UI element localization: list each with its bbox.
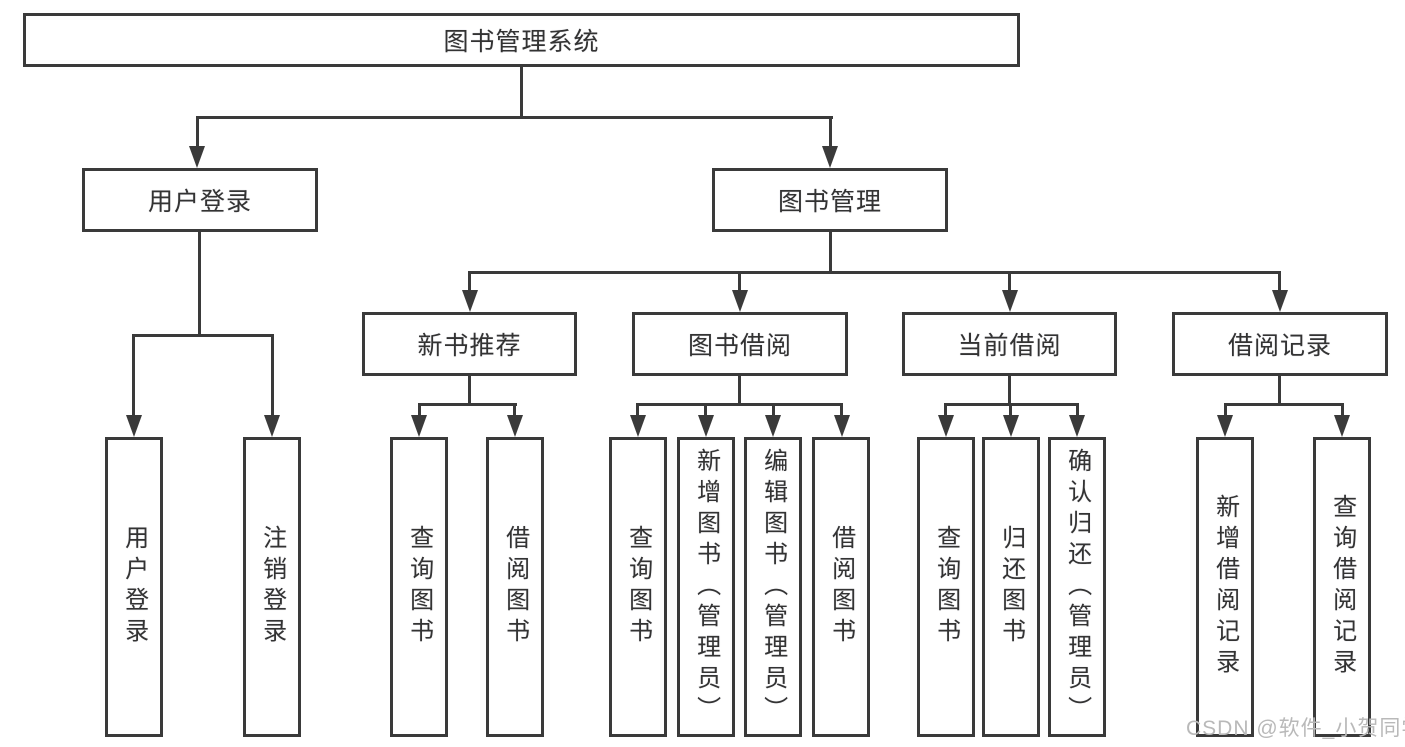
leaf-query-book-3-label: 查询图书 — [932, 525, 960, 649]
arrow-down-icon — [765, 415, 781, 437]
node-new-book-recommend-label: 新书推荐 — [417, 332, 522, 360]
leaf-return-book-label: 归还图书 — [997, 525, 1025, 649]
connector-shaft — [468, 271, 471, 293]
leaf-query-borrow-record-label: 查询借阅记录 — [1328, 494, 1356, 680]
node-new-book-recommend: 新书推荐 — [362, 312, 577, 376]
connector-shaft — [513, 403, 516, 418]
node-current-borrow: 当前借阅 — [902, 312, 1117, 376]
node-borrow-record: 借阅记录 — [1172, 312, 1388, 376]
leaf-borrow-book-2-label: 借阅图书 — [827, 525, 855, 649]
connector-shaft — [636, 403, 639, 418]
arrow-down-icon — [1334, 415, 1350, 437]
connector-shaft — [1009, 403, 1012, 418]
connector-stub — [1008, 376, 1011, 406]
connector-stub — [738, 376, 741, 406]
connector-shaft — [840, 403, 843, 418]
arrow-down-icon — [1002, 290, 1018, 312]
connector-userlogin-hline — [132, 334, 274, 337]
arrow-down-icon — [507, 415, 523, 437]
node-book-borrow: 图书借阅 — [632, 312, 848, 376]
arrow-down-icon — [1069, 415, 1085, 437]
connector-shaft — [418, 403, 421, 418]
leaf-add-book-admin: 新增图书（管理员） — [677, 437, 735, 737]
arrow-down-icon — [1217, 415, 1233, 437]
arrow-down-icon — [834, 415, 850, 437]
node-root: 图书管理系统 — [23, 13, 1020, 67]
connector-hline — [418, 403, 517, 406]
node-book-management: 图书管理 — [712, 168, 948, 232]
connector-bookmgmt-hline — [468, 271, 1281, 274]
leaf-add-book-admin-label: 新增图书（管理员） — [692, 447, 720, 727]
leaf-query-book-1-label: 查询图书 — [405, 525, 433, 649]
connector-stub — [1278, 376, 1281, 406]
node-current-borrow-label: 当前借阅 — [957, 332, 1062, 360]
leaf-user-login: 用户登录 — [105, 437, 163, 737]
arrow-down-icon — [189, 146, 205, 168]
leaf-query-book-3: 查询图书 — [917, 437, 975, 737]
connector-hline — [636, 403, 843, 406]
leaf-logout: 注销登录 — [243, 437, 301, 737]
arrow-down-icon — [126, 415, 142, 437]
leaf-add-borrow-record: 新增借阅记录 — [1196, 437, 1254, 737]
connector-shaft — [271, 334, 274, 418]
connector-shaft — [829, 116, 832, 146]
arrow-down-icon — [1272, 290, 1288, 312]
connector-root-hline — [196, 116, 833, 119]
connector-hline — [1224, 403, 1343, 406]
arrow-down-icon — [938, 415, 954, 437]
connector-bookmgmt-stub — [829, 232, 832, 274]
connector-shaft — [1008, 271, 1011, 293]
connector-shaft — [1341, 403, 1344, 418]
arrow-down-icon — [698, 415, 714, 437]
leaf-logout-label: 注销登录 — [258, 525, 286, 649]
connector-shaft — [1076, 403, 1079, 418]
leaf-confirm-return-admin-label: 确认归还（管理员） — [1063, 447, 1091, 727]
node-user-login-label: 用户登录 — [147, 188, 252, 216]
connector-shaft — [1278, 271, 1281, 293]
leaf-query-book-2-label: 查询图书 — [624, 525, 652, 649]
node-user-login: 用户登录 — [82, 168, 318, 232]
arrow-down-icon — [462, 290, 478, 312]
node-book-borrow-label: 图书借阅 — [687, 332, 792, 360]
connector-shaft — [772, 403, 775, 418]
leaf-confirm-return-admin: 确认归还（管理员） — [1048, 437, 1106, 737]
arrow-down-icon — [411, 415, 427, 437]
arrow-down-icon — [1003, 415, 1019, 437]
connector-userlogin-stub — [198, 232, 201, 337]
leaf-query-borrow-record: 查询借阅记录 — [1313, 437, 1371, 737]
connector-stub — [468, 376, 471, 406]
leaf-add-borrow-record-label: 新增借阅记录 — [1211, 494, 1239, 680]
connector-root-stub — [520, 67, 523, 117]
connector-shaft — [704, 403, 707, 418]
leaf-borrow-book-1: 借阅图书 — [486, 437, 544, 737]
connector-shaft — [196, 116, 199, 146]
node-root-label: 图书管理系统 — [443, 28, 600, 56]
node-book-management-label: 图书管理 — [777, 188, 882, 216]
csdn-watermark: CSDN @软件_小贺同学 — [1186, 717, 1405, 740]
leaf-borrow-book-1-label: 借阅图书 — [501, 525, 529, 649]
connector-shaft — [1224, 403, 1227, 418]
arrow-down-icon — [264, 415, 280, 437]
leaf-borrow-book-2: 借阅图书 — [812, 437, 870, 737]
leaf-query-book-2: 查询图书 — [609, 437, 667, 737]
leaf-edit-book-admin: 编辑图书（管理员） — [744, 437, 802, 737]
connector-shaft — [944, 403, 947, 418]
leaf-user-login-label: 用户登录 — [120, 525, 148, 649]
leaf-query-book-1: 查询图书 — [390, 437, 448, 737]
arrow-down-icon — [822, 146, 838, 168]
leaf-return-book: 归还图书 — [982, 437, 1040, 737]
connector-shaft — [132, 334, 135, 418]
leaf-edit-book-admin-label: 编辑图书（管理员） — [759, 447, 787, 727]
arrow-down-icon — [630, 415, 646, 437]
node-borrow-record-label: 借阅记录 — [1227, 332, 1332, 360]
arrow-down-icon — [732, 290, 748, 312]
connector-shaft — [738, 271, 741, 293]
